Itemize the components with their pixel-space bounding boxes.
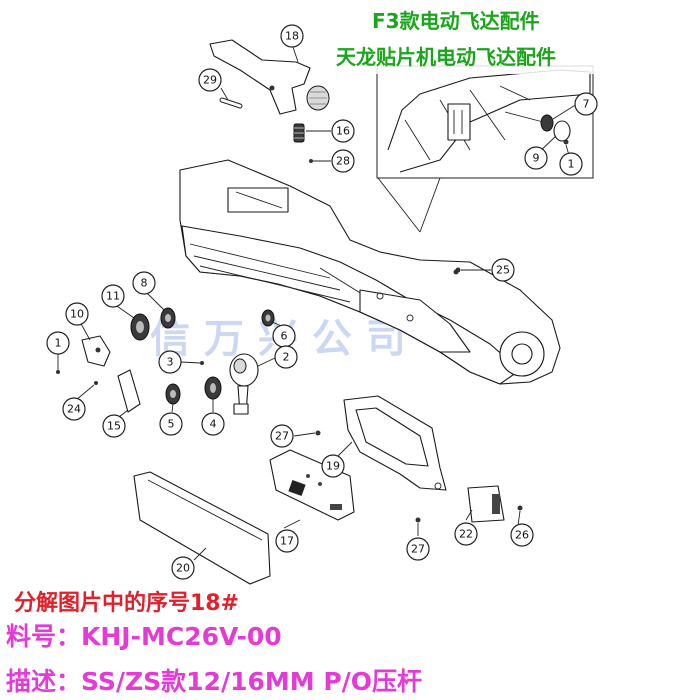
part-24-screw bbox=[94, 381, 98, 385]
bottom-line-part-number: 料号：KHJ-MC26V-00 bbox=[6, 622, 282, 651]
title-line-1: F3款电动飞达配件 bbox=[372, 9, 540, 33]
svg-text:3: 3 bbox=[167, 356, 174, 369]
part-28-screw bbox=[309, 159, 313, 163]
callout-10: 10 bbox=[65, 302, 89, 326]
svg-text:18: 18 bbox=[285, 30, 299, 43]
svg-text:28: 28 bbox=[336, 155, 350, 168]
svg-text:11: 11 bbox=[106, 290, 120, 303]
callout-1b: 1 bbox=[46, 331, 70, 355]
bottom-line-description: 描述：SS/ZS款12/16MM P/O压杆 bbox=[6, 667, 422, 696]
callout-11: 11 bbox=[101, 284, 125, 308]
callout-9: 9 bbox=[524, 146, 548, 170]
svg-text:19: 19 bbox=[326, 460, 340, 473]
part-11-gear bbox=[130, 313, 150, 341]
callout-15: 15 bbox=[102, 414, 126, 438]
svg-text:7: 7 bbox=[583, 98, 590, 111]
callout-2: 2 bbox=[274, 345, 298, 369]
svg-text:27: 27 bbox=[411, 543, 425, 556]
part-29-pin bbox=[219, 97, 243, 109]
title-backdrop bbox=[334, 4, 672, 74]
callout-3: 3 bbox=[158, 350, 182, 374]
svg-text:1: 1 bbox=[55, 337, 62, 350]
part-1-screw bbox=[56, 370, 60, 374]
svg-text:15: 15 bbox=[107, 420, 121, 433]
part-18-lever bbox=[209, 39, 330, 115]
part-2-motor bbox=[229, 353, 259, 415]
part-27b-screw bbox=[415, 517, 421, 523]
callout-20: 20 bbox=[171, 556, 195, 580]
callout-25: 25 bbox=[491, 258, 515, 282]
feeder-body bbox=[179, 159, 561, 385]
part-10-bracket bbox=[81, 335, 111, 367]
part-20-cover bbox=[133, 471, 271, 585]
callout-7: 7 bbox=[574, 92, 598, 116]
svg-text:26: 26 bbox=[515, 529, 529, 542]
title-line-2: 天龙贴片机电动飞达配件 bbox=[336, 45, 556, 69]
svg-text:27: 27 bbox=[275, 430, 289, 443]
callout-6: 6 bbox=[272, 324, 296, 348]
callout-22: 22 bbox=[454, 522, 478, 546]
callout-19: 19 bbox=[321, 454, 345, 478]
svg-text:1: 1 bbox=[568, 158, 575, 171]
callout-5: 5 bbox=[159, 412, 183, 436]
callout-17: 17 bbox=[275, 529, 299, 553]
callout-4: 4 bbox=[201, 412, 225, 436]
svg-text:16: 16 bbox=[336, 125, 350, 138]
callout-26: 26 bbox=[510, 523, 534, 547]
callout-1a: 1 bbox=[559, 152, 583, 176]
leader-lines bbox=[57, 43, 578, 561]
callout-24: 24 bbox=[62, 397, 86, 421]
part-27a-screw bbox=[315, 430, 321, 436]
callout-8: 8 bbox=[132, 271, 156, 295]
svg-text:22: 22 bbox=[459, 528, 473, 541]
part-17-pcb bbox=[269, 449, 355, 521]
svg-text:2: 2 bbox=[283, 351, 290, 364]
bottom-line-serial: 分解图片中的序号18# bbox=[14, 590, 239, 616]
svg-text:29: 29 bbox=[203, 74, 217, 87]
svg-text:8: 8 bbox=[141, 277, 148, 290]
part-5-gear bbox=[165, 383, 181, 405]
svg-text:5: 5 bbox=[168, 418, 175, 431]
part-22-connector bbox=[467, 485, 505, 523]
part-4-gear bbox=[204, 376, 222, 400]
part-8-gear bbox=[160, 307, 176, 329]
svg-text:4: 4 bbox=[210, 418, 217, 431]
callout-27a: 27 bbox=[270, 424, 294, 448]
callout-28: 28 bbox=[331, 149, 355, 173]
part-15-plate bbox=[117, 369, 141, 413]
part-3-screw bbox=[200, 361, 204, 365]
svg-text:24: 24 bbox=[67, 403, 81, 416]
part-26-screw bbox=[517, 505, 523, 511]
svg-text:9: 9 bbox=[533, 152, 540, 165]
svg-text:17: 17 bbox=[280, 535, 294, 548]
callout-18: 18 bbox=[280, 24, 304, 48]
part-6-gear bbox=[261, 309, 275, 327]
part-19-frame bbox=[343, 395, 447, 491]
svg-text:6: 6 bbox=[281, 330, 288, 343]
svg-text:20: 20 bbox=[176, 562, 190, 575]
callout-27b: 27 bbox=[406, 537, 430, 561]
svg-text:10: 10 bbox=[70, 308, 84, 321]
callout-16: 16 bbox=[331, 119, 355, 143]
inset-detail bbox=[376, 65, 594, 233]
part-16-spring bbox=[293, 123, 305, 143]
part-25-screw bbox=[455, 267, 461, 273]
callout-29: 29 bbox=[198, 68, 222, 92]
svg-text:25: 25 bbox=[496, 264, 510, 277]
